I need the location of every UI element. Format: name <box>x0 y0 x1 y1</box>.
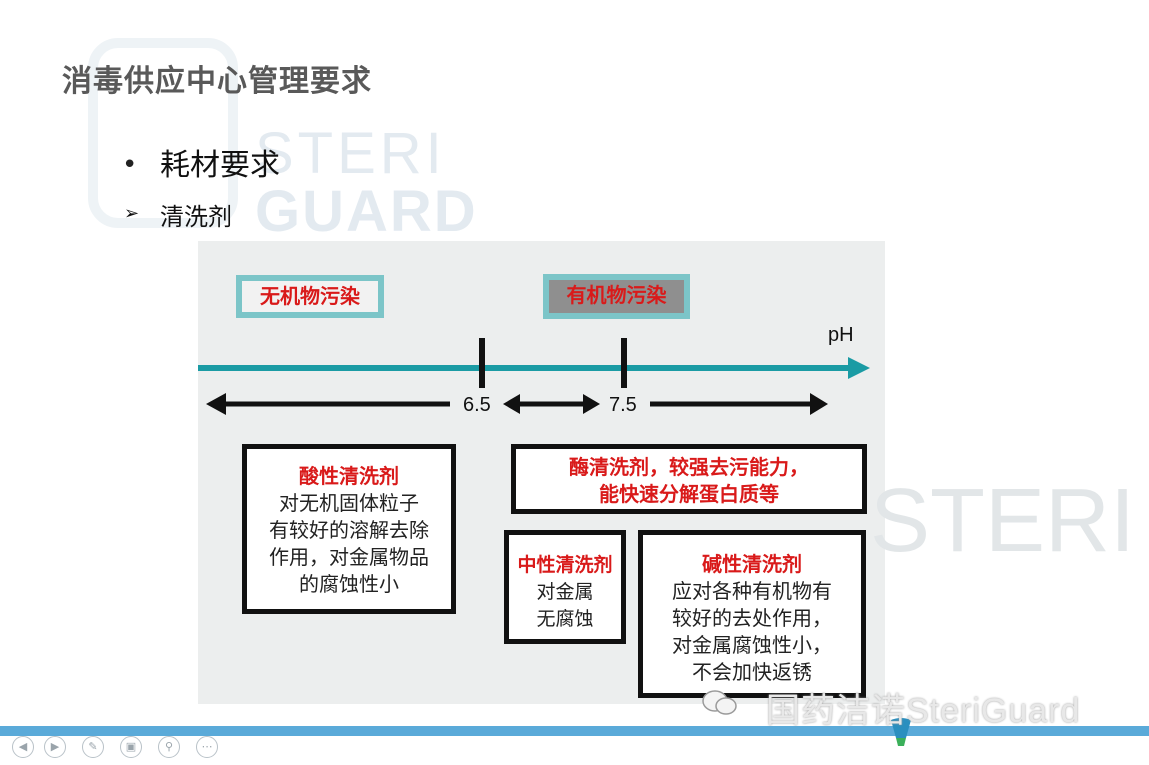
enzyme-line: 能快速分解蛋白质等 <box>599 482 779 506</box>
neutral-range-arrowhead-right <box>583 394 600 414</box>
acid-line: 有较好的溶解去除 <box>269 518 429 542</box>
zoom-button[interactable]: ⚲ <box>158 736 180 758</box>
arrow-marker-icon: ➢ <box>124 203 140 224</box>
bullet-consumables: 耗材要求 <box>160 148 280 183</box>
ph-axis-arrowhead <box>848 357 870 379</box>
ph-axis-graphic <box>198 338 870 415</box>
enzyme-detergent-box: 酶清洗剂，较强去污能力， 能快速分解蛋白质等 <box>511 444 867 514</box>
inorganic-contamination-label: 无机物污染 <box>236 275 384 318</box>
acid-line: 的腐蚀性小 <box>299 572 399 596</box>
alkaline-line: 不会加快返锈 <box>692 660 812 684</box>
alkaline-range-arrowhead <box>810 393 828 415</box>
acid-detergent-title: 酸性清洗剂 <box>299 464 399 488</box>
page-title: 消毒供应中心管理要求 <box>62 64 372 99</box>
watermark-steri: STERI <box>255 121 446 186</box>
neutral-line: 无腐蚀 <box>536 608 594 630</box>
acid-line: 作用，对金属物品 <box>269 545 429 569</box>
pen-tool-button[interactable]: ✎ <box>82 736 104 758</box>
alkaline-detergent-box: 碱性清洗剂 应对各种有机物有 较好的去处作用， 对金属腐蚀性小， 不会加快返锈 <box>638 530 866 698</box>
alkaline-line: 应对各种有机物有 <box>672 579 832 603</box>
alkaline-line: 对金属腐蚀性小， <box>672 633 832 657</box>
tick-label-7-5: 7.5 <box>609 394 637 416</box>
alkaline-line: 较好的去处作用， <box>672 606 832 630</box>
organic-contamination-label: 有机物污染 <box>543 274 690 319</box>
footer-bar <box>0 726 1149 736</box>
enzyme-line: 酶清洗剂，较强去污能力， <box>569 455 809 479</box>
tick-label-6-5: 6.5 <box>463 394 491 416</box>
slides-view-button[interactable]: ▣ <box>120 736 142 758</box>
wechat-account-watermark: 国药洁诺SteriGuard <box>766 692 1081 730</box>
neutral-detergent-title: 中性清洗剂 <box>517 554 613 576</box>
footer-logo-icon <box>888 716 914 750</box>
panel-watermark-steri: STERI <box>870 471 1136 571</box>
next-slide-button[interactable]: ▶ <box>44 736 66 758</box>
watermark-guard: GUARD <box>255 179 478 244</box>
alkaline-detergent-title: 碱性清洗剂 <box>702 552 802 576</box>
neutral-detergent-box: 中性清洗剂 对金属 无腐蚀 <box>504 530 626 644</box>
neutral-range-arrowhead-left <box>503 394 520 414</box>
neutral-line: 对金属 <box>536 581 594 603</box>
wechat-icon <box>702 690 738 716</box>
sub-bullet-detergent: 清洗剂 <box>160 203 232 231</box>
acid-detergent-box: 酸性清洗剂 对无机固体粒子 有较好的溶解去除 作用，对金属物品 的腐蚀性小 <box>242 444 456 614</box>
more-options-button[interactable]: ⋯ <box>196 736 218 758</box>
acid-line: 对无机固体粒子 <box>279 491 419 515</box>
acid-range-arrowhead <box>206 393 226 415</box>
bullet-marker: • <box>122 150 138 180</box>
prev-slide-button[interactable]: ◀ <box>12 736 34 758</box>
ph-axis-label: pH <box>828 324 854 346</box>
watermark-logo-shape <box>88 38 238 228</box>
